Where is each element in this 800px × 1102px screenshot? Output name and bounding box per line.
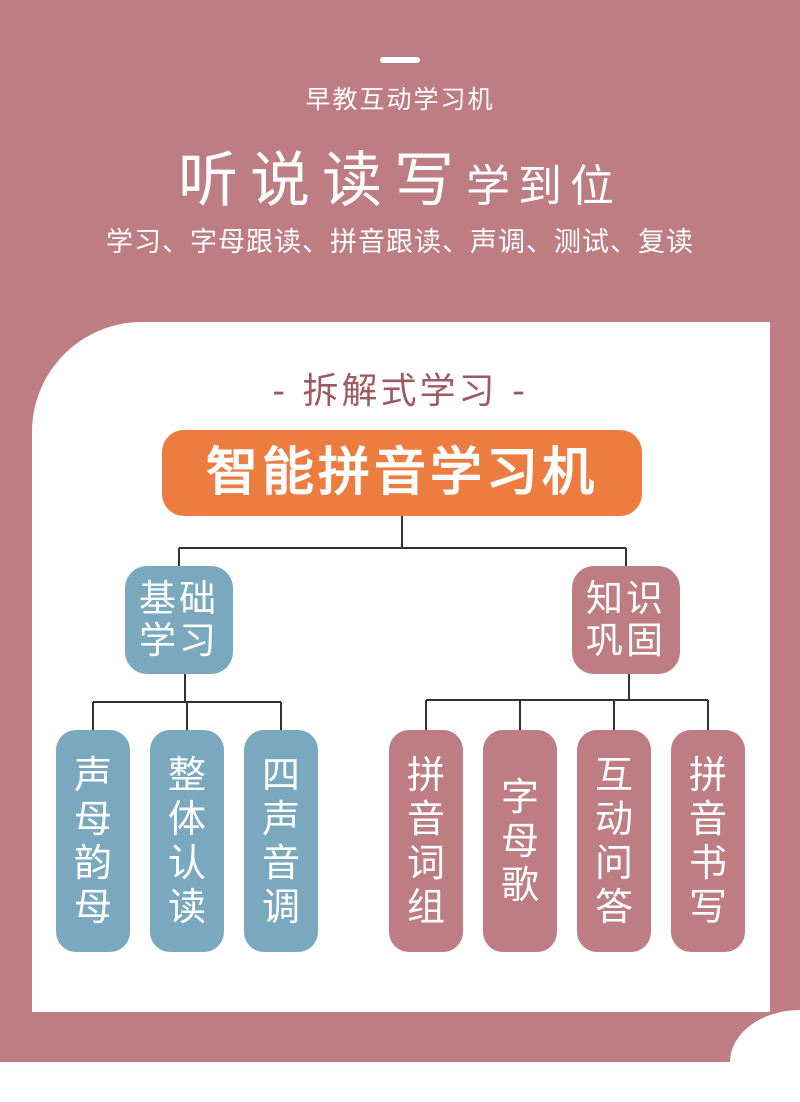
leaf-interactive-qa: 互 动 问 答 [577,730,651,952]
root-node: 智能拼音学习机 [162,430,642,516]
node-label-line: 知识 [586,577,666,620]
leaf-char: 词 [406,841,445,885]
leaf-pinyin-writing: 拼 音 书 写 [671,730,745,952]
leaf-char: 答 [594,885,633,929]
leaf-char: 写 [688,885,727,929]
leaf-char: 读 [167,885,206,929]
leaf-char: 韵 [73,841,112,885]
header-headline: 听说读写学到位 [0,132,800,219]
section-title: - 拆解式学习 - [272,371,528,412]
top-decoration-bar [380,57,420,63]
leaf-char: 歌 [500,863,539,907]
node-label-line: 巩固 [586,619,666,662]
leaf-char: 书 [688,841,727,885]
leaf-char: 声 [73,753,112,797]
leaf-whole-reading: 整 体 认 读 [150,730,224,952]
node-label-line: 学习 [139,619,219,662]
node-basic-learning: 基础 学习 [125,566,233,674]
bottom-strip [0,1062,800,1102]
feature-list: 学习、字母跟读、拼音跟读、声调、测试、复读 [106,227,694,258]
leaf-char: 声 [261,797,300,841]
leaf-char: 字 [500,775,539,819]
leaf-four-tones: 四 声 音 调 [244,730,318,952]
node-label-line: 基础 [139,577,219,620]
leaf-char: 母 [73,885,112,929]
leaf-char: 调 [261,885,300,929]
node-knowledge-review: 知识 巩固 [572,566,680,674]
headline-big: 听说读写 [178,146,466,216]
header-subtitle: 早教互动学习机 [305,85,495,114]
leaf-char: 音 [406,797,445,841]
leaf-char: 整 [167,753,206,797]
leaf-alphabet-song: 字 母 歌 [483,730,557,952]
leaf-char: 四 [261,753,300,797]
leaf-char: 音 [688,797,727,841]
leaf-char: 拼 [688,753,727,797]
leaf-char: 拼 [406,753,445,797]
leaf-char: 母 [73,797,112,841]
leaf-char: 互 [594,753,633,797]
leaf-char: 认 [167,841,206,885]
leaf-char: 体 [167,797,206,841]
leaf-char: 母 [500,819,539,863]
leaf-initials-finals: 声 母 韵 母 [56,730,130,952]
leaf-char: 动 [594,797,633,841]
leaf-char: 问 [594,841,633,885]
leaf-char: 组 [406,885,445,929]
headline-small: 学到位 [466,161,622,212]
leaf-char: 音 [261,841,300,885]
leaf-pinyin-words: 拼 音 词 组 [389,730,463,952]
